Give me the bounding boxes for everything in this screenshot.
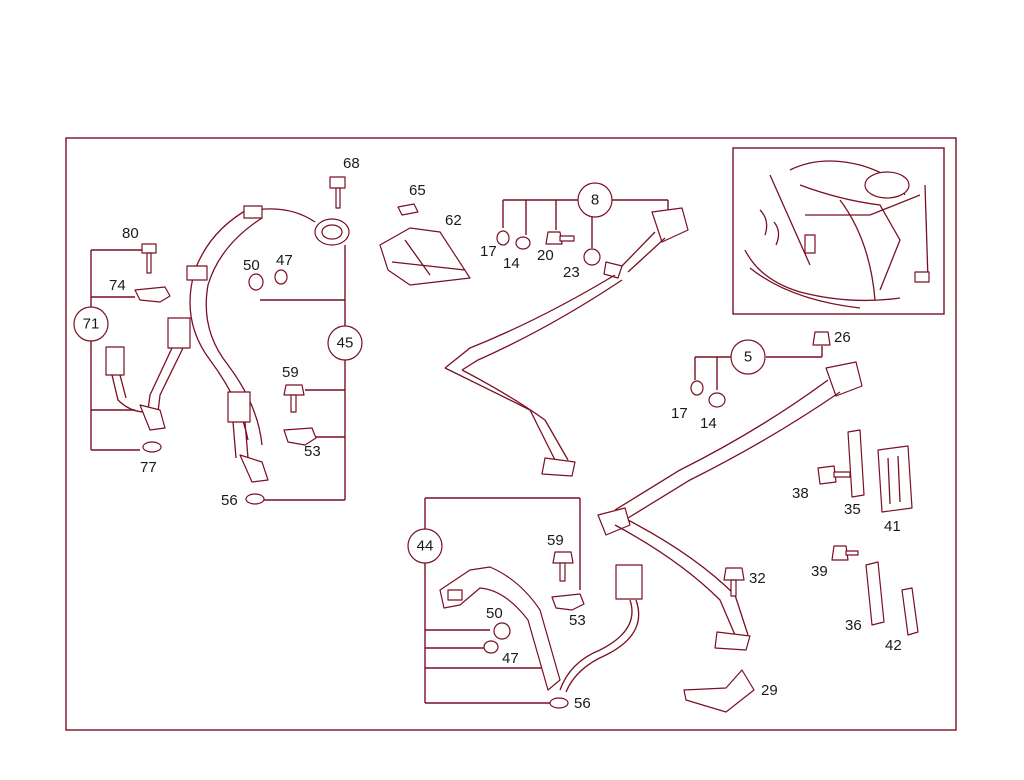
callout-44-label: 44 [417, 538, 434, 555]
part-label-62: 62 [445, 212, 462, 229]
part-label-35: 35 [844, 501, 861, 518]
part-label-36: 36 [845, 617, 862, 634]
diagram-frame [65, 137, 957, 731]
part-label-17b: 17 [671, 405, 688, 422]
part-label-65: 65 [409, 182, 426, 199]
part-label-47b: 47 [502, 650, 519, 667]
part-label-74: 74 [109, 277, 126, 294]
callout-45-label: 45 [337, 335, 354, 352]
part-label-50b: 50 [486, 605, 503, 622]
callout-44: 44 [407, 528, 443, 564]
part-label-14: 14 [503, 255, 520, 272]
callout-71: 71 [73, 306, 109, 342]
part-label-39: 39 [811, 563, 828, 580]
callout-71-label: 71 [83, 316, 100, 333]
part-label-80: 80 [122, 225, 139, 242]
part-label-56b: 56 [574, 695, 591, 712]
part-label-56: 56 [221, 492, 238, 509]
part-label-59: 59 [282, 364, 299, 381]
callout-8: 8 [577, 182, 613, 218]
part-label-38: 38 [792, 485, 809, 502]
part-label-17: 17 [480, 243, 497, 260]
group-5 [597, 331, 919, 713]
group-45 [186, 176, 350, 505]
part-label-32: 32 [749, 570, 766, 587]
part-label-26: 26 [834, 329, 851, 346]
part-label-41: 41 [884, 518, 901, 535]
part-label-23: 23 [563, 264, 580, 281]
inset-vehicle-view [732, 147, 945, 315]
part-label-53: 53 [304, 443, 321, 460]
part-label-77: 77 [140, 459, 157, 476]
callout-5-label: 5 [744, 349, 752, 366]
part-label-47: 47 [276, 252, 293, 269]
part-label-53b: 53 [569, 612, 586, 629]
part-label-59b: 59 [547, 532, 564, 549]
part-label-68: 68 [343, 155, 360, 172]
group-71 [90, 243, 191, 453]
part-label-50: 50 [243, 257, 260, 274]
callout-8-label: 8 [591, 192, 599, 209]
part-label-29: 29 [761, 682, 778, 699]
bracket-62 [379, 203, 471, 286]
group-8 [444, 199, 689, 477]
part-label-20: 20 [537, 247, 554, 264]
part-label-42: 42 [885, 637, 902, 654]
callout-5: 5 [730, 339, 766, 375]
part-label-14b: 14 [700, 415, 717, 432]
callout-45: 45 [327, 325, 363, 361]
